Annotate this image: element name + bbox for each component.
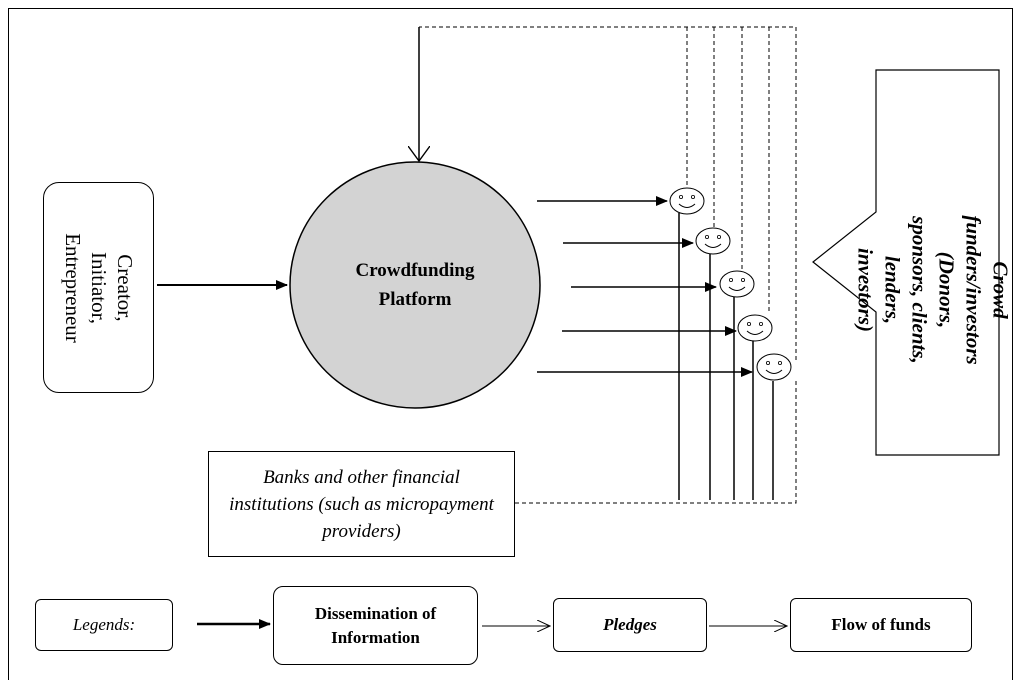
- crowd-funders-box: Crowd funders/investors (Donors, sponsor…: [854, 140, 1013, 440]
- diagram-frame: [8, 8, 1013, 680]
- legend-flow-label: Flow of funds: [831, 615, 931, 634]
- creator-box: Creator, Initiator, Entrepreneur: [43, 182, 154, 393]
- smiley-face-icon: [695, 227, 731, 255]
- banks-box: Banks and other financial institutions (…: [208, 451, 515, 557]
- platform-label: Crowdfunding Platform: [355, 260, 475, 310]
- platform-ellipse: [289, 161, 541, 409]
- smiley-face-icon: [669, 187, 705, 215]
- legend-dissemination-box: Dissemination of Information: [273, 586, 478, 665]
- banks-label: Banks and other financial institutions (…: [229, 466, 494, 542]
- smiley-face-icon: [737, 314, 773, 342]
- creator-label: Creator, Initiator, Entrepreneur: [60, 232, 137, 343]
- legend-flow-box: Flow of funds: [790, 598, 972, 652]
- smiley-face-icon: [719, 270, 755, 298]
- crowd-funders-label: Crowd funders/investors (Donors, sponsor…: [854, 215, 1014, 365]
- legend-title-box: Legends:: [35, 599, 173, 651]
- legend-dissemination-label: Dissemination of Information: [314, 603, 437, 647]
- legend-pledges-label: Pledges: [603, 615, 657, 634]
- banks-dashed-line: [515, 380, 797, 504]
- legend-pledges-box: Pledges: [553, 598, 707, 652]
- feedback-dashed-line: [419, 26, 797, 360]
- smiley-face-icon: [756, 353, 792, 381]
- crowd-arrow-shape: [812, 69, 1000, 456]
- legend-title: Legends:: [72, 615, 136, 634]
